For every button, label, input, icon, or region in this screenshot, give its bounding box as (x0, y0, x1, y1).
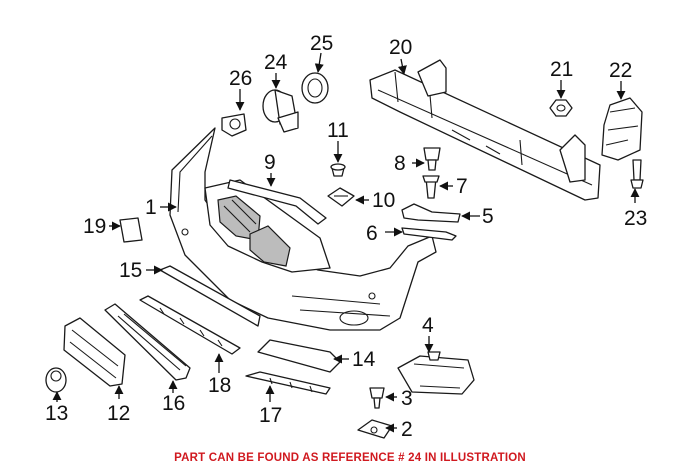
callout-15: 15 (119, 259, 142, 282)
callout-11: 11 (327, 119, 349, 142)
cover-plate (119, 217, 143, 243)
reference-note: PART CAN BE FOUND AS REFERENCE # 24 IN I… (174, 452, 526, 464)
callout-26: 26 (229, 67, 252, 90)
callout-9: 9 (264, 151, 276, 174)
callout-13: 13 (45, 402, 68, 425)
side-trim-bracket (401, 203, 461, 223)
rivet (630, 159, 644, 189)
fog-lamp (397, 351, 475, 395)
screw-11 (330, 163, 346, 177)
callout-21: 21 (550, 58, 573, 81)
trim-strip (227, 179, 327, 225)
grommet (45, 367, 67, 393)
callout-16: 16 (162, 392, 185, 415)
callout-23: 23 (624, 207, 647, 230)
callout-6: 6 (366, 222, 378, 245)
sensor-holder (221, 113, 247, 137)
leader-lines (52, 52, 640, 433)
callout-10: 10 (372, 189, 395, 212)
callout-25: 25 (310, 32, 333, 55)
lower-trim (245, 371, 331, 395)
callout-19: 19 (83, 215, 106, 238)
push-clip (422, 175, 440, 199)
bumper-reinforcement-bar (369, 59, 601, 201)
callout-17: 17 (259, 404, 282, 427)
callout-numbers: 1 2 3 4 5 6 7 8 9 10 11 12 13 14 15 16 1… (45, 32, 647, 441)
bolt-3 (369, 387, 385, 409)
callout-14: 14 (352, 348, 376, 371)
bolt-8 (423, 147, 441, 171)
callout-4: 4 (422, 314, 434, 337)
sensor-ring (301, 72, 329, 104)
center-grille (104, 303, 191, 381)
callout-22: 22 (609, 59, 632, 82)
callout-20: 20 (389, 36, 412, 59)
callout-8: 8 (394, 152, 406, 175)
park-distance-sensor (262, 89, 299, 133)
lower-cover (257, 339, 341, 373)
callout-18: 18 (208, 374, 231, 397)
callout-5: 5 (482, 205, 494, 228)
kidney-grille (204, 179, 331, 273)
callout-7: 7 (456, 175, 468, 198)
callout-12: 12 (107, 402, 130, 425)
callout-24: 24 (264, 51, 288, 74)
hex-nut (549, 99, 573, 117)
side-bracket (601, 97, 643, 161)
mounting-clip (327, 187, 355, 207)
nut-plate (357, 419, 393, 439)
grille-trim (139, 295, 241, 355)
callout-1: 1 (145, 196, 157, 219)
side-trim (401, 227, 457, 241)
callout-2: 2 (401, 418, 413, 441)
lower-grille-frame (159, 265, 261, 327)
side-grille (63, 317, 126, 387)
callout-3: 3 (401, 387, 413, 410)
